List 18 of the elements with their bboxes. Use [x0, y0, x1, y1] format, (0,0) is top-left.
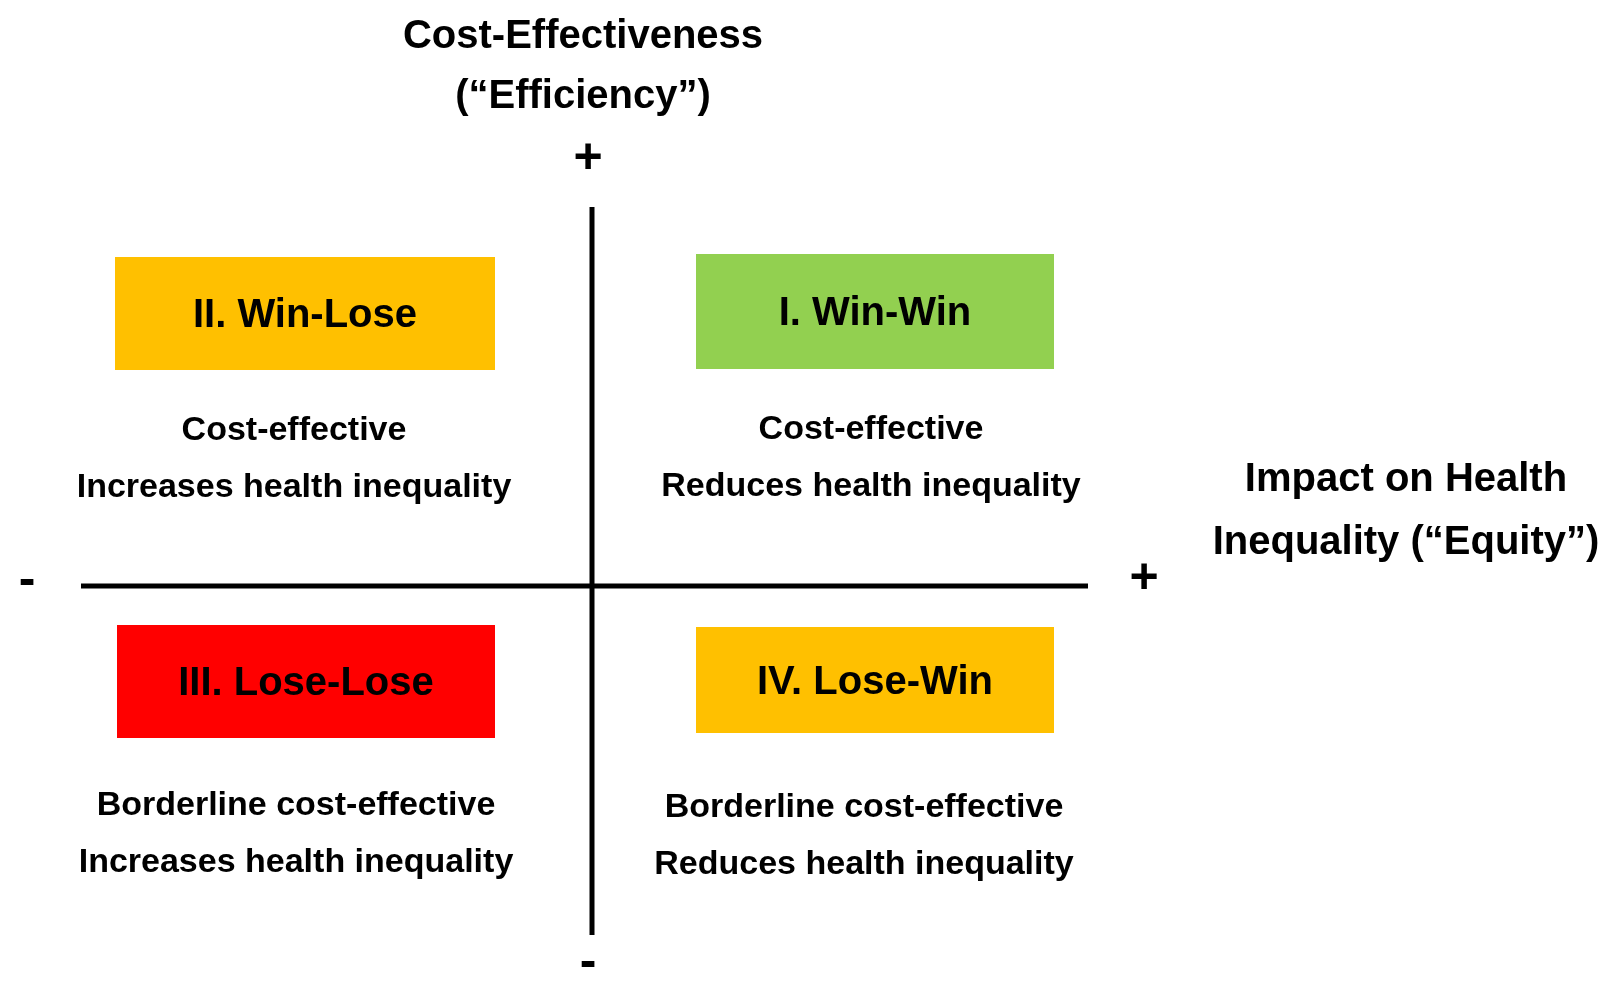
quadrant-box: II. Win-Lose — [115, 257, 495, 370]
quadrant-description: Borderline cost-effective — [664, 785, 1064, 825]
axis-title: Impact on Health Inequality (“Equity”) — [1211, 454, 1601, 564]
axis-sign: - — [18, 550, 36, 606]
axis-sign: - — [579, 932, 597, 988]
quadrant-description: Increases health inequality — [78, 840, 514, 880]
quadrant-description: Cost-effective — [181, 408, 407, 448]
axis-sign: + — [1129, 548, 1159, 604]
quadrant-box: III. Lose-Lose — [117, 625, 495, 738]
quadrant-description: Reduces health inequality — [661, 464, 1081, 504]
quadrant-box: IV. Lose-Win — [696, 627, 1054, 733]
quadrant-description: Reduces health inequality — [654, 842, 1074, 882]
quadrant-box: I. Win-Win — [696, 254, 1054, 369]
axis-sign: + — [573, 128, 603, 184]
quadrant-description: Increases health inequality — [76, 465, 512, 505]
quadrant-description: Borderline cost-effective — [96, 783, 496, 823]
axis-title: Cost-Effectiveness (“Efficiency”) — [401, 11, 765, 118]
quadrant-description: Cost-effective — [758, 407, 984, 447]
